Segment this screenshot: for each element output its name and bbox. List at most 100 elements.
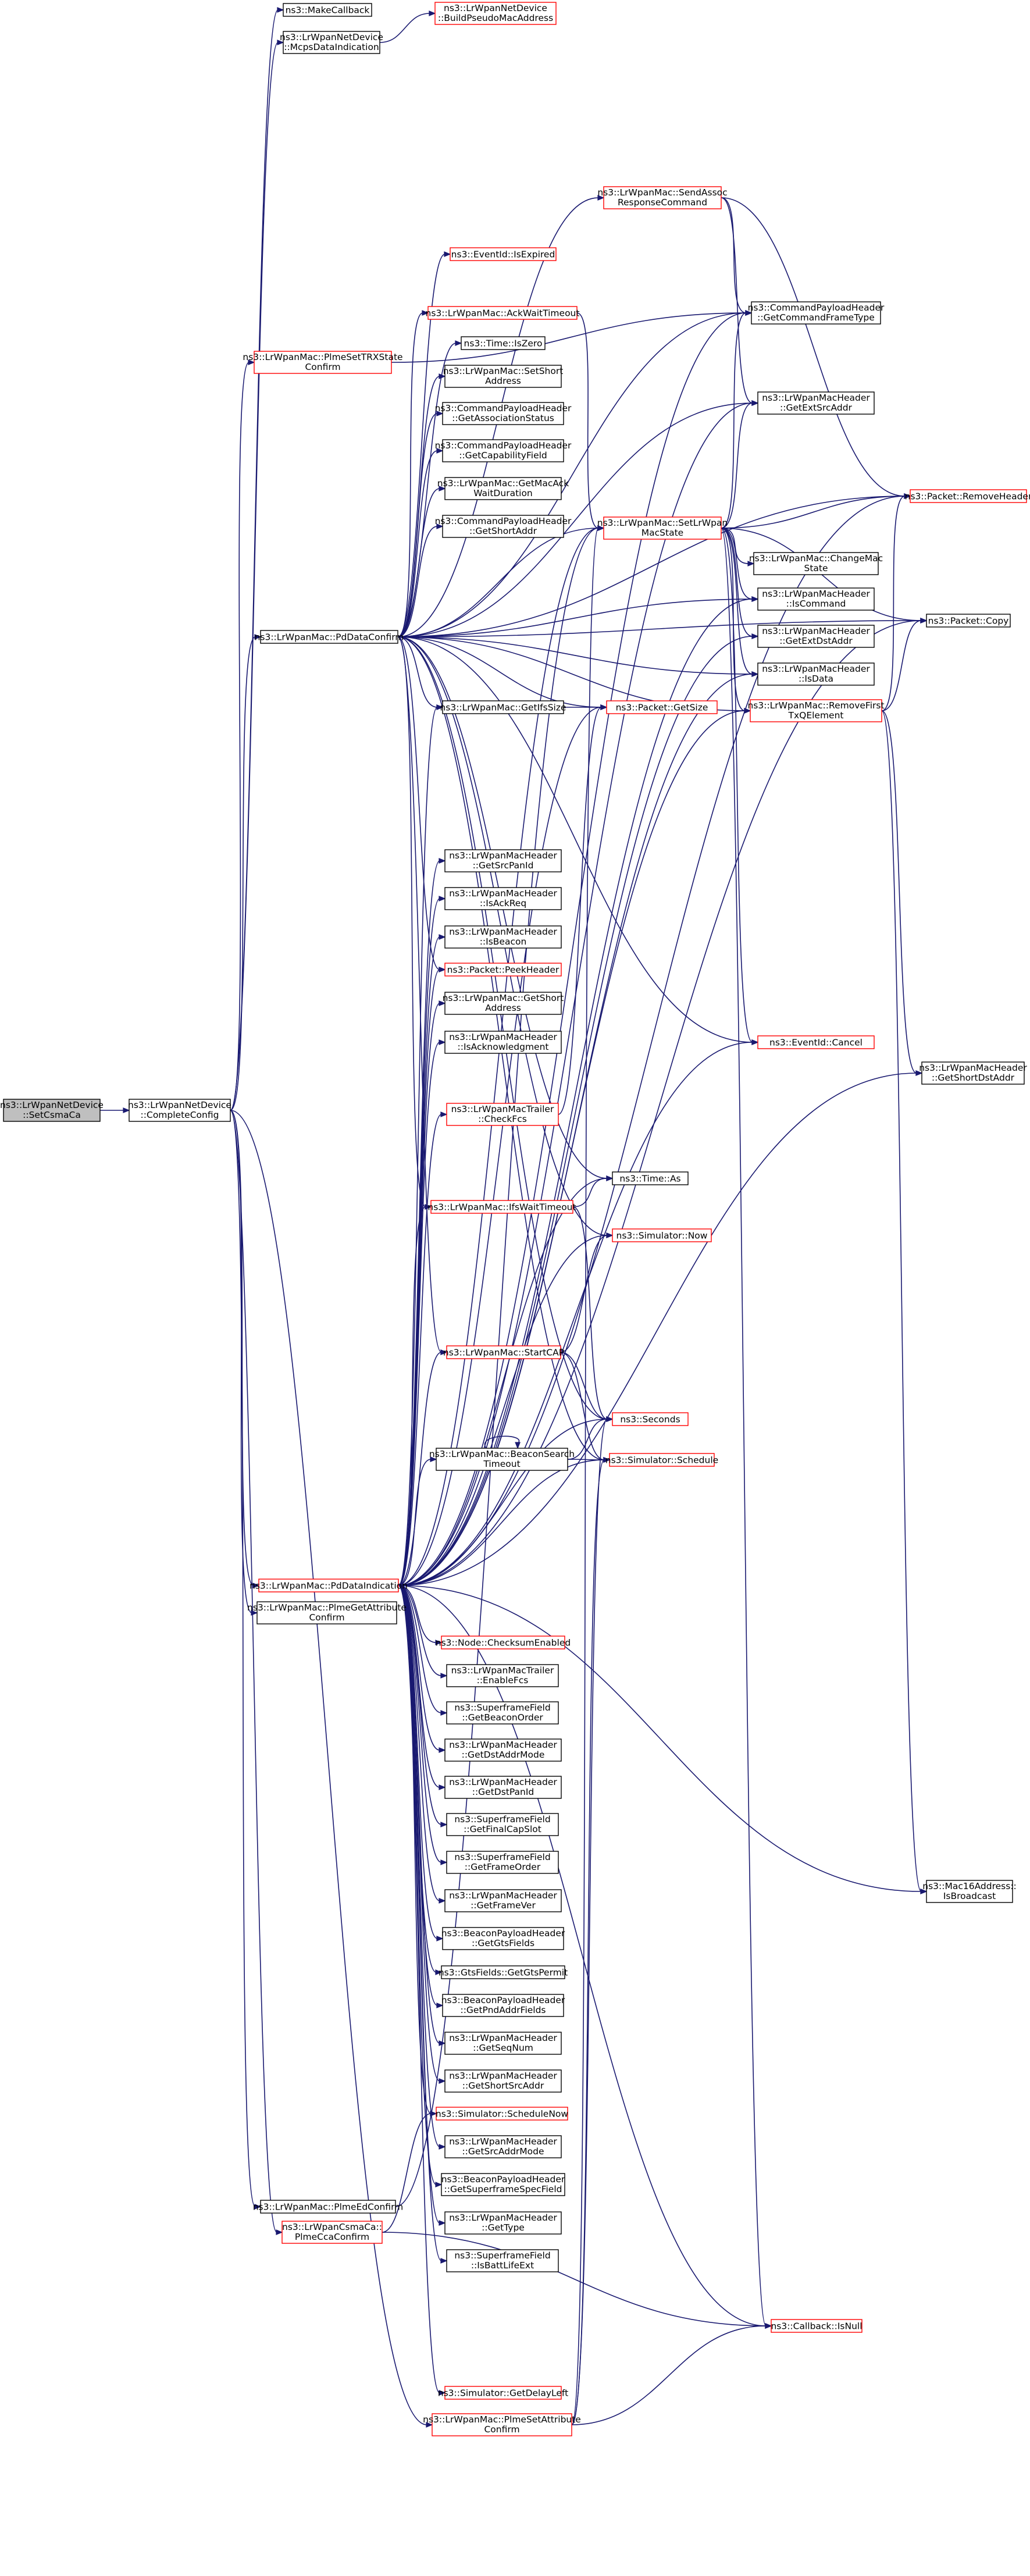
node-box (921, 1061, 1025, 1085)
node-label: MacState (641, 528, 683, 538)
node-label: ns3::LrWpanMacHeader (449, 2136, 557, 2147)
node-label: ns3::LrWpanMacHeader (762, 589, 870, 599)
node-get-ext-dst-addr[interactable]: ns3::LrWpanMacHeader::GetExtDstAddr (757, 625, 875, 648)
node-is-data[interactable]: ns3::LrWpanMacHeader::IsData (757, 662, 875, 686)
node-label: ::SetCsmaCa (23, 1110, 81, 1120)
node-is-beacon[interactable]: ns3::LrWpanMacHeader::IsBeacon (444, 925, 562, 949)
node-get-seq-num[interactable]: ns3::LrWpanMacHeader::GetSeqNum (444, 2032, 562, 2055)
node-label: ::IsAcknowledgment (458, 1042, 549, 1052)
node-get-pnd-addr-fields[interactable]: ns3::BeaconPayloadHeader::GetPndAddrFiel… (441, 1994, 565, 2017)
node-get-gts-permit[interactable]: ns3::GtsFields::GetGtsPermit (439, 1965, 568, 1979)
node-get-src-addr-mode[interactable]: ns3::LrWpanMacHeader::GetSrcAddrMode (444, 2135, 562, 2158)
node-label: ns3::BeaconPayloadHeader (441, 1995, 565, 2005)
node-label: ns3::BeaconPayloadHeader (441, 1928, 565, 1939)
node-get-capability-field[interactable]: ns3::CommandPayloadHeader::GetCapability… (435, 439, 572, 462)
node-mcps-data-indication[interactable]: ns3::LrWpanNetDevice::McpsDataIndication (280, 31, 383, 54)
node-make-callback[interactable]: ns3::MakeCallback (283, 3, 372, 17)
node-get-final-cap-slot[interactable]: ns3::SuperframeField::GetFinalCapSlot (446, 1813, 559, 1836)
node-schedule-now[interactable]: ns3::Simulator::ScheduleNow (436, 2107, 568, 2121)
node-label: ::BuildPseudoMacAddress (438, 13, 553, 23)
node-get-src-pan-id[interactable]: ns3::LrWpanMacHeader::GetSrcPanId (444, 849, 562, 872)
node-get-delay-left[interactable]: ns3::Simulator::GetDelayLeft (438, 2386, 568, 2400)
node-callback-is-null[interactable]: ns3::Callback::IsNull (771, 2319, 863, 2333)
node-is-acknowledgment[interactable]: ns3::LrWpanMacHeader::IsAcknowledgment (444, 1031, 562, 1054)
node-get-short-addr-cmd[interactable]: ns3::CommandPayloadHeader::GetShortAddr (435, 515, 572, 538)
node-label: ns3::Time::IsZero (464, 339, 543, 349)
node-plme-cca-confirm[interactable]: ns3::LrWpanCsmaCa::PlmeCcaConfirm (281, 2221, 383, 2244)
node-label: ns3::Simulator::Now (616, 1231, 708, 1241)
node-label: ns3::LrWpanMacHeader (449, 1032, 557, 1042)
node-event-cancel[interactable]: ns3::EventId::Cancel (757, 1035, 875, 1049)
node-label: ::GetFinalCapSlot (464, 1824, 541, 1834)
node-ack-wait-timeout[interactable]: ns3::LrWpanMac::AckWaitTimeout (426, 306, 580, 320)
node-mac16-is-broadcast[interactable]: ns3::Mac16Address::IsBroadcast (922, 1880, 1017, 1903)
node-is-batt-life-ext[interactable]: ns3::SuperframeField::IsBattLifeExt (446, 2249, 559, 2272)
node-label: ns3::LrWpanMacHeader (762, 393, 870, 403)
node-packet-remove-header[interactable]: ns3::Packet::RemoveHeader (905, 489, 1030, 503)
node-get-short-src-addr[interactable]: ns3::LrWpanMacHeader::GetShortSrcAddr (444, 2069, 562, 2093)
node-get-beacon-order[interactable]: ns3::SuperframeField::GetBeaconOrder (446, 1701, 559, 1725)
node-packet-copy[interactable]: ns3::Packet::Copy (926, 614, 1011, 628)
node-get-dst-addr-mode[interactable]: ns3::LrWpanMacHeader::GetDstAddrMode (444, 1738, 562, 1762)
node-event-is-expired[interactable]: ns3::EventId::IsExpired (450, 247, 557, 261)
node-is-ack-req[interactable]: ns3::LrWpanMacHeader::IsAckReq (444, 887, 562, 910)
node-checksum-enabled[interactable]: ns3::Node::ChecksumEnabled (436, 1636, 571, 1649)
node-box (444, 1031, 562, 1054)
node-label: ns3::CommandPayloadHeader (435, 403, 572, 414)
node-peek-header[interactable]: ns3::Packet::PeekHeader (444, 963, 562, 977)
node-box (256, 1601, 397, 1624)
node-get-ext-src-addr[interactable]: ns3::LrWpanMacHeader::GetExtSrcAddr (757, 391, 875, 415)
node-time-is-zero[interactable]: ns3::Time::IsZero (461, 336, 546, 350)
node-plme-ed-confirm[interactable]: ns3::LrWpanMac::PlmeEdConfirm (253, 2200, 404, 2214)
node-simulator-now[interactable]: ns3::Simulator::Now (612, 1228, 712, 1242)
node-label: ns3::LrWpanMac::GetMacAck (437, 478, 569, 489)
node-box (444, 1776, 562, 1799)
node-ifs-wait-timeout[interactable]: ns3::LrWpanMac::IfsWaitTimeout (427, 1200, 576, 1214)
node-box (450, 247, 557, 261)
node-box (258, 1579, 399, 1592)
node-get-association-status[interactable]: ns3::CommandPayloadHeader::GetAssociatio… (435, 402, 572, 425)
node-seconds[interactable]: ns3::Seconds (612, 1412, 689, 1426)
node-build-pseudo-mac[interactable]: ns3::LrWpanNetDevice::BuildPseudoMacAddr… (434, 2, 557, 25)
node-packet-get-size[interactable]: ns3::Packet::GetSize (606, 700, 718, 714)
node-pd-data-indication[interactable]: ns3::LrWpanMac::PdDataIndication (250, 1579, 408, 1592)
node-get-frame-order[interactable]: ns3::SuperframeField::GetFrameOrder (446, 1851, 559, 1874)
node-get-dst-pan-id[interactable]: ns3::LrWpanMacHeader::GetDstPanId (444, 1776, 562, 1799)
node-get-superframe-spec-field[interactable]: ns3::BeaconPayloadHeader::GetSuperframeS… (441, 2173, 565, 2196)
node-get-type[interactable]: ns3::LrWpanMacHeader::GetType (444, 2211, 562, 2235)
node-start-cap[interactable]: ns3::LrWpanMac::StartCAP (443, 1345, 564, 1359)
node-time-as[interactable]: ns3::Time::As (612, 1171, 689, 1185)
node-set-csma-ca[interactable]: ns3::LrWpanNetDevice::SetCsmaCa (0, 1099, 104, 1122)
node-box (750, 699, 882, 722)
node-get-frame-ver[interactable]: ns3::LrWpanMacHeader::GetFrameVer (444, 1889, 562, 1912)
node-get-ifs-size[interactable]: ns3::LrWpanMac::GetIfsSize (440, 700, 566, 714)
node-label: ns3::LrWpanNetDevice (0, 1100, 104, 1110)
edge-pd-data-confirm-to-get-capability-field (397, 448, 444, 637)
node-enable-fcs[interactable]: ns3::LrWpanMacTrailer::EnableFcs (446, 1664, 559, 1687)
node-is-command[interactable]: ns3::LrWpanMacHeader::IsCommand (757, 587, 875, 611)
node-simulator-schedule[interactable]: ns3::Simulator::Schedule (605, 1453, 718, 1467)
node-label: ns3::Seconds (620, 1415, 680, 1425)
node-get-command-frame-type[interactable]: ns3::CommandPayloadHeader::GetCommandFra… (748, 301, 885, 325)
node-get-short-dst-addr[interactable]: ns3::LrWpanMacHeader::GetShortDstAddr (919, 1061, 1027, 1085)
node-label: ns3::LrWpanMac::PdDataIndication (250, 1581, 408, 1591)
node-check-fcs[interactable]: ns3::LrWpanMacTrailer::CheckFcs (446, 1103, 559, 1126)
node-label: ns3::LrWpanNetDevice (128, 1100, 231, 1110)
node-complete-config[interactable]: ns3::LrWpanNetDevice::CompleteConfig (128, 1099, 231, 1122)
node-get-gts-fields[interactable]: ns3::BeaconPayloadHeader::GetGtsFields (441, 1927, 565, 1950)
node-label: ns3::LrWpanMac::PlmeGetAttribute (247, 1602, 407, 1613)
node-label: ns3::LrWpanMac::SetShort (443, 366, 564, 376)
node-pd-data-confirm[interactable]: ns3::LrWpanMac::PdDataConfirm (255, 630, 404, 644)
